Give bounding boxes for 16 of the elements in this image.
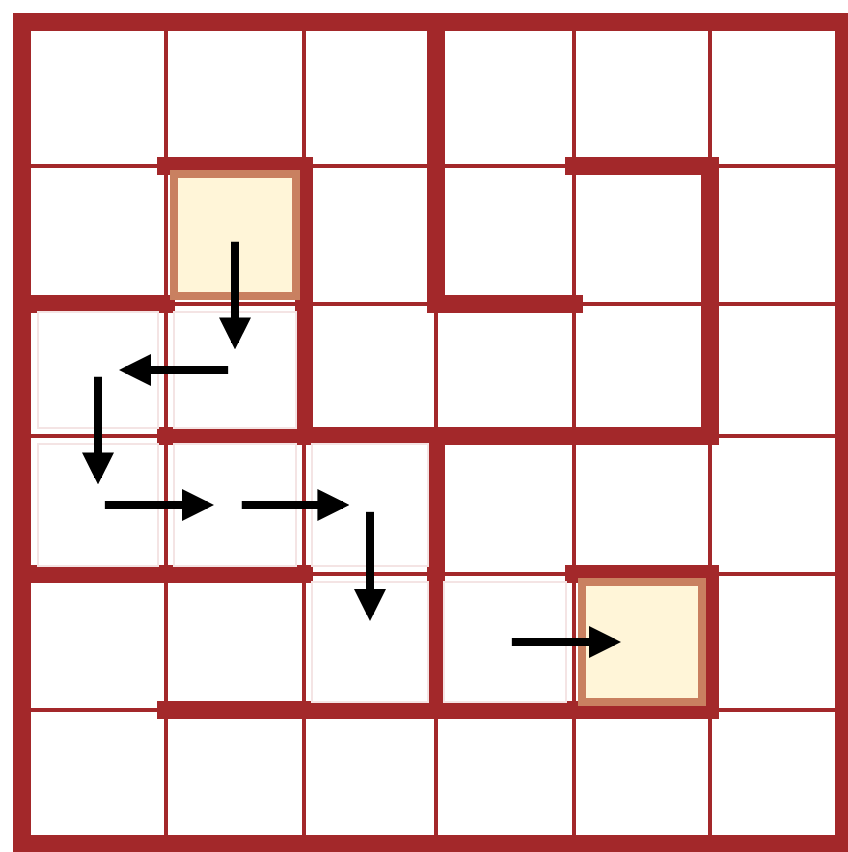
arrow — [354, 511, 386, 621]
maze-cell — [173, 443, 297, 567]
arrow — [219, 241, 251, 350]
maze-cell — [311, 581, 429, 703]
maze-cell — [37, 443, 159, 567]
arrow — [104, 489, 214, 521]
arrow — [119, 354, 229, 386]
arrow — [241, 489, 350, 521]
maze-cell — [173, 311, 297, 429]
arrow — [511, 626, 621, 658]
maze-cell — [311, 443, 429, 567]
maze-cell — [443, 581, 567, 703]
highlighted-cell — [578, 578, 706, 706]
arrow — [82, 376, 114, 485]
highlighted-cell — [170, 170, 300, 300]
maze-cell — [37, 311, 159, 429]
